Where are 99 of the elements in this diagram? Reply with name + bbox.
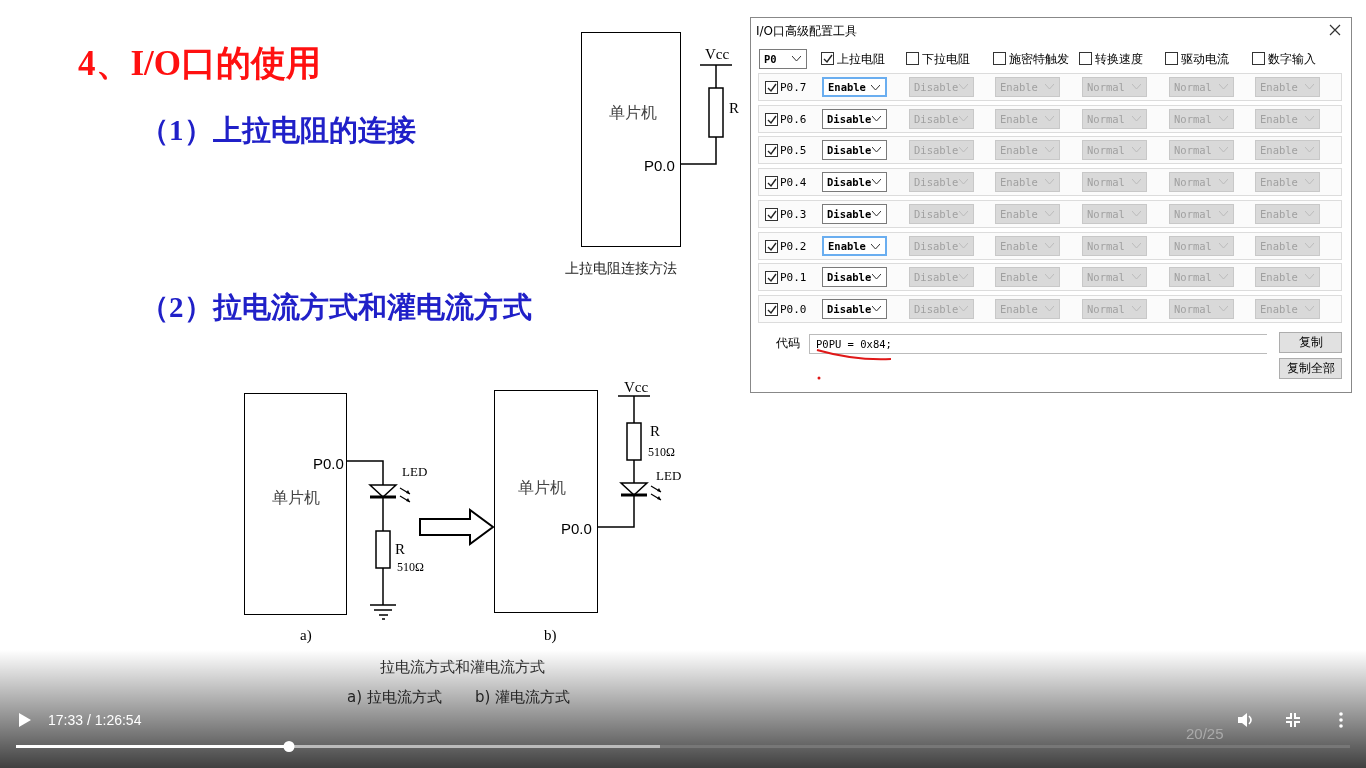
dropdown: Normal [1169, 172, 1234, 193]
dropdown: Enable [1255, 140, 1320, 161]
copy-all-button: 复制全部 [1279, 358, 1342, 379]
dropdown: Disable [822, 108, 887, 129]
resistance-value: 510Ω [648, 446, 675, 458]
dropdown: Disable [909, 267, 974, 288]
dropdown: Disable [909, 108, 974, 129]
figure-caption: 拉电流方式和灌电流方式 [380, 660, 545, 675]
dropdown: Disable [822, 140, 887, 161]
dropdown: Enable [995, 140, 1060, 161]
dropdown: Normal [1169, 108, 1234, 129]
dropdown: Enable [995, 172, 1060, 193]
pin-name: P0.4 [780, 177, 807, 189]
figure-caption: 上拉电阻连接方法 [565, 261, 677, 275]
dropdown: Enable [1255, 267, 1320, 288]
checkbox-label: 下拉电阻 [922, 53, 970, 65]
dropdown: Normal [1082, 235, 1147, 256]
pin-label: P0.0 [644, 158, 675, 173]
dropdown: Normal [1082, 172, 1147, 193]
slide-title: 4、I/O口的使用 [78, 46, 322, 81]
section-heading: （2）拉电流方式和灌电流方式 [140, 293, 532, 322]
dropdown: Enable [995, 298, 1060, 319]
dropdown: Disable [909, 203, 974, 224]
dropdown: Enable [1255, 172, 1320, 193]
dropdown: Normal [1169, 140, 1234, 161]
dropdown: Enable [1255, 77, 1320, 97]
dropdown: Normal [1082, 140, 1147, 161]
led-label: LED [402, 465, 428, 478]
dropdown: Enable [1255, 203, 1320, 224]
chip-box [581, 32, 681, 247]
dropdown: Disable [909, 140, 974, 161]
figure-caption: b) 灌电流方式 [475, 690, 571, 705]
figure-caption: a) 拉电流方式 [347, 690, 442, 705]
supply-label: Vcc [624, 380, 649, 395]
dropdown: Enable [995, 203, 1060, 224]
chip-label: 单片机 [518, 480, 566, 496]
pin-name: P0.0 [780, 303, 807, 315]
resistor-label: R [729, 101, 739, 116]
pin-name: P0.2 [780, 240, 807, 252]
resistor-label: R [650, 424, 660, 439]
dropdown: Normal [1169, 267, 1234, 288]
dropdown: Enable [1255, 298, 1320, 319]
dropdown: Enable [1255, 108, 1320, 129]
dropdown: Enable [995, 108, 1060, 129]
field-label: 代码 [776, 337, 800, 349]
dropdown: Normal [1082, 77, 1147, 97]
dropdown: Normal [1169, 235, 1234, 256]
dropdown: Normal [1169, 298, 1234, 319]
window-title: I/O口高级配置工具 [756, 25, 858, 37]
dropdown: Normal [1082, 267, 1147, 288]
dropdown: Normal [1082, 108, 1147, 129]
dropdown: Disable [822, 172, 887, 193]
led-label: LED [656, 469, 682, 482]
dropdown: Disable [909, 298, 974, 319]
pin-label: P0.0 [561, 521, 592, 536]
checkbox-label: 数字输入 [1268, 53, 1316, 65]
dropdown: Disable [822, 298, 887, 319]
dropdown: Enable [995, 77, 1060, 97]
dropdown: Disable [909, 77, 974, 97]
section-heading: （1）上拉电阻的连接 [140, 116, 416, 145]
dropdown: Disable [822, 203, 887, 224]
checkbox-label: 上拉电阻 [837, 53, 885, 65]
dropdown: Disable [822, 267, 887, 288]
checkbox-label: 转换速度 [1095, 53, 1143, 65]
code-field: P0PU = 0x84; [809, 334, 1267, 354]
resistor-label: R [395, 542, 405, 557]
dropdown: Normal [1169, 77, 1234, 97]
dialog-window [750, 17, 1352, 393]
dropdown: Disable [909, 235, 974, 256]
dropdown: Enable [1255, 235, 1320, 256]
pin-name: P0.1 [780, 272, 807, 284]
pin-name: P0.5 [780, 145, 807, 157]
checkbox-label: 驱动电流 [1181, 53, 1229, 65]
supply-label: Vcc [705, 47, 730, 62]
chip-label: 单片机 [609, 105, 657, 121]
chip-box [494, 390, 598, 613]
block-arrow [419, 508, 495, 546]
chip-box [244, 393, 347, 615]
dropdown: P0 [759, 49, 807, 69]
dropdown: Normal [1169, 203, 1234, 224]
dropdown: Disable [909, 172, 974, 193]
pin-name: P0.7 [780, 82, 807, 93]
pin-name: P0.6 [780, 113, 807, 125]
chip-label: 单片机 [272, 490, 320, 506]
time-display: 17:33 / 1:26:54 [48, 713, 142, 727]
pin-label: P0.0 [313, 456, 344, 471]
dropdown: Enable [822, 235, 887, 256]
dropdown: Enable [995, 267, 1060, 288]
dropdown: Enable [995, 235, 1060, 256]
copy-button: 复制 [1279, 332, 1342, 353]
pin-name: P0.3 [780, 208, 807, 220]
resistance-value: 510Ω [397, 561, 424, 573]
dropdown: Normal [1082, 298, 1147, 319]
dropdown: Enable [822, 77, 887, 97]
checkbox-label: 施密特触发 [1009, 53, 1069, 65]
figure-label: b) [544, 628, 557, 643]
slide-number: 20/25 [1186, 726, 1224, 741]
dropdown: Normal [1082, 203, 1147, 224]
figure-label: a) [300, 628, 312, 643]
